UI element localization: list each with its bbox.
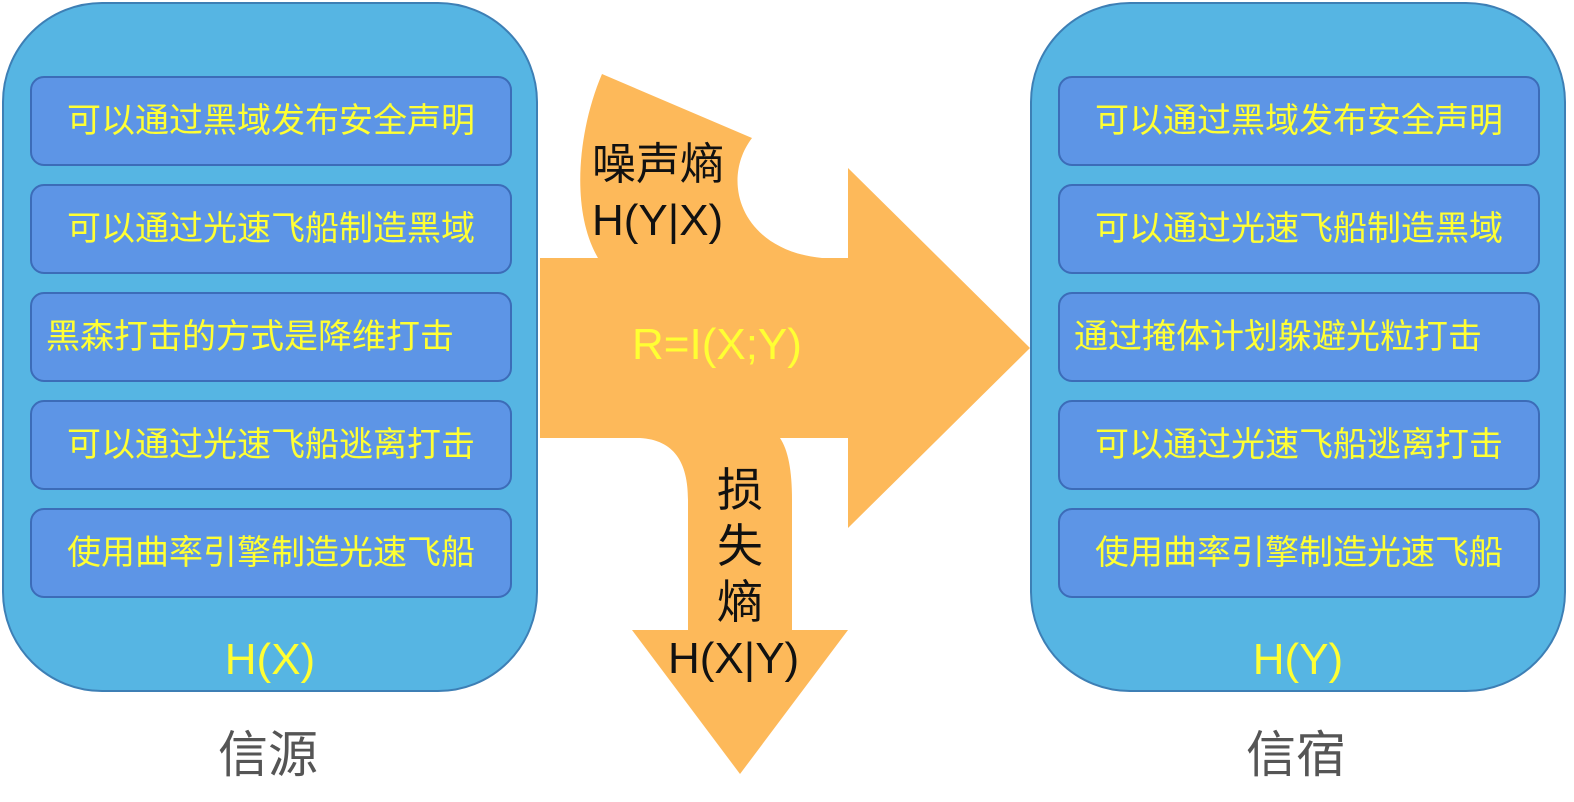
- sink-item: 通过掩体计划躲避光粒打击: [1058, 292, 1540, 382]
- sink-item: 使用曲率引擎制造光速飞船: [1058, 508, 1540, 598]
- sink-panel: 可以通过黑域发布安全声明 可以通过光速飞船制造黑域 通过掩体计划躲避光粒打击 可…: [1030, 2, 1566, 692]
- sink-entropy-label: H(Y): [1252, 635, 1344, 684]
- noise-entropy-formula: H(Y|X): [592, 196, 724, 245]
- sink-caption: 信宿: [1246, 726, 1346, 784]
- loss-entropy-char: 失: [717, 519, 763, 573]
- sink-item: 可以通过光速飞船制造黑域: [1058, 184, 1540, 274]
- source-panel: 可以通过黑域发布安全声明 可以通过光速飞船制造黑域 黑森打击的方式是降维打击 可…: [2, 2, 538, 692]
- loss-entropy-char: 损: [717, 463, 763, 517]
- source-item: 可以通过光速飞船制造黑域: [30, 184, 512, 274]
- source-item: 黑森打击的方式是降维打击: [30, 292, 512, 382]
- noise-entropy-title: 噪声熵: [592, 139, 724, 190]
- sink-item: 可以通过黑域发布安全声明: [1058, 76, 1540, 166]
- noise-branch-arrow: [540, 74, 1030, 528]
- source-item: 使用曲率引擎制造光速飞船: [30, 508, 512, 598]
- loss-entropy-char: 熵: [717, 575, 763, 629]
- loss-entropy-formula: H(X|Y): [668, 634, 800, 683]
- source-entropy-label: H(X): [224, 635, 316, 684]
- source-item: 可以通过光速飞船逃离打击: [30, 400, 512, 490]
- source-caption: 信源: [218, 726, 318, 784]
- mutual-information-label: R=I(X;Y): [632, 320, 802, 369]
- source-item: 可以通过黑域发布安全声明: [30, 76, 512, 166]
- sink-item: 可以通过光速飞船逃离打击: [1058, 400, 1540, 490]
- loss-arrow: [540, 438, 848, 774]
